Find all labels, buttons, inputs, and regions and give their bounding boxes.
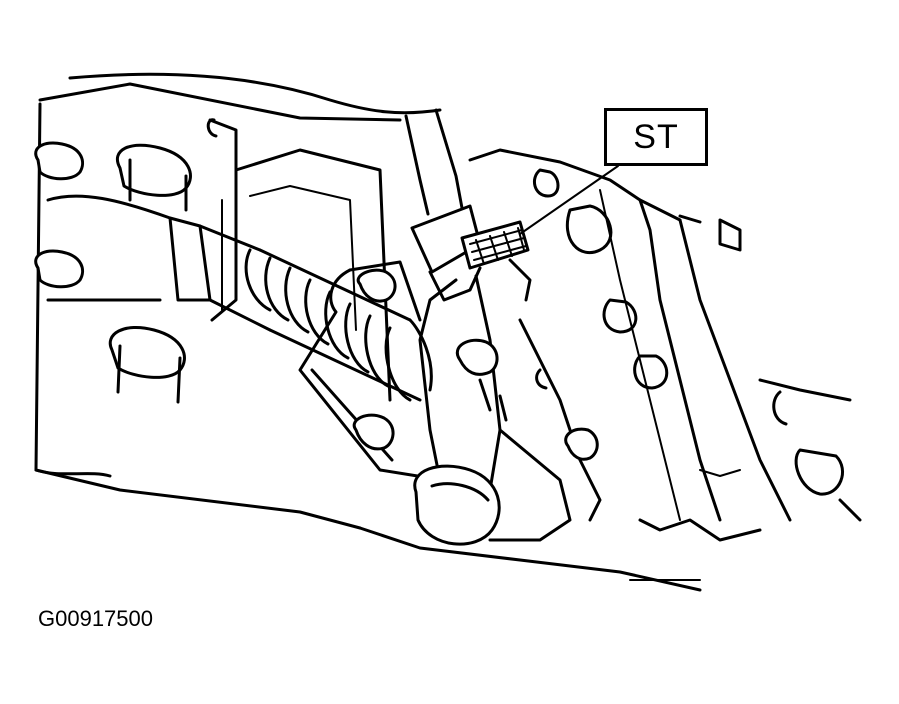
cable-bracket: [298, 260, 432, 480]
st-callout-box: ST: [604, 108, 708, 166]
left-bolts: [34, 141, 192, 404]
right-housing: [468, 148, 862, 542]
cable-clip: [404, 108, 532, 302]
shift-lever: [413, 274, 602, 546]
transmission-case: [34, 72, 702, 592]
figure-id-label: G00917500: [38, 606, 153, 631]
callout-leader-line: [519, 165, 619, 235]
st-callout-label: ST: [633, 117, 679, 156]
